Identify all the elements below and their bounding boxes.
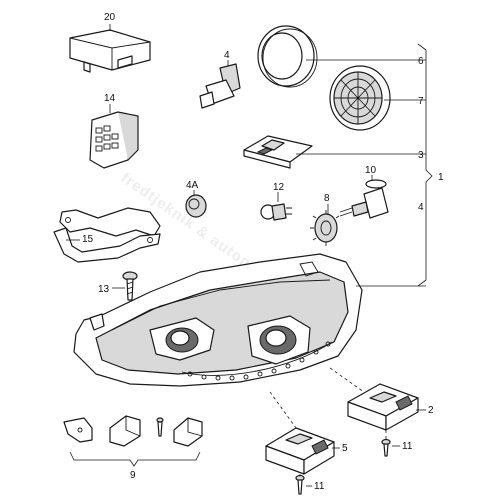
part-15-bracket[interactable] (53, 207, 161, 263)
headlight-lens-right (247, 315, 311, 365)
part-4A-cap[interactable] (185, 194, 207, 218)
part-14-connector[interactable] (89, 111, 139, 169)
callout-3: 3 (418, 150, 424, 161)
part-11-screw-upper[interactable] (381, 438, 391, 457)
callout-11-lower: 11 (314, 481, 325, 492)
callout-10: 10 (365, 165, 377, 176)
part-20-control-module[interactable] (69, 29, 151, 73)
callout-4-upper: 4 (224, 50, 230, 61)
part-12-bulb[interactable] (260, 203, 292, 221)
callout-4A: 4A (186, 180, 199, 191)
callout-7: 7 (418, 96, 424, 107)
part-6-cover-ring[interactable] (257, 25, 318, 88)
callout-4-right: 4 (418, 202, 424, 213)
part-11-screw-lower[interactable] (295, 474, 305, 495)
part-5-ballast[interactable] (265, 427, 335, 475)
part-10-xenon-bulb[interactable] (339, 179, 389, 219)
part-9-bracket-a (63, 417, 93, 443)
part-8-gear[interactable] (310, 210, 340, 246)
callout-14: 14 (104, 93, 116, 104)
led-strip (181, 341, 333, 381)
callout-11-upper: 11 (402, 441, 413, 452)
callout-13: 13 (98, 284, 110, 295)
callout-bracket-9 (69, 451, 201, 467)
callout-6: 6 (418, 56, 424, 67)
part-13-screw[interactable] (122, 271, 138, 301)
part-9-bracket-c (173, 417, 203, 447)
part-4-bulb-socket[interactable] (199, 63, 241, 109)
part-9-screw (156, 417, 164, 437)
callout-1: 1 (438, 172, 444, 183)
callout-15: 15 (82, 234, 94, 245)
callout-2: 2 (428, 405, 434, 416)
guide-lines (269, 367, 387, 476)
callout-12: 12 (273, 182, 285, 193)
part-9-bracket-b (109, 415, 141, 447)
part-9-bracket-set[interactable] (63, 415, 203, 447)
callout-9: 9 (130, 470, 136, 481)
callout-20: 20 (104, 12, 116, 23)
callout-8: 8 (324, 193, 330, 204)
headlight-lens-left (149, 317, 215, 361)
headlight-housing[interactable] (73, 253, 363, 387)
connector-pins (95, 125, 119, 152)
callout-5: 5 (342, 443, 348, 454)
callout-bracket-1 (296, 43, 433, 287)
part-2-ballast[interactable] (347, 383, 419, 431)
part-7-sealing-cap[interactable] (329, 65, 391, 131)
part-3-module[interactable] (243, 135, 313, 169)
